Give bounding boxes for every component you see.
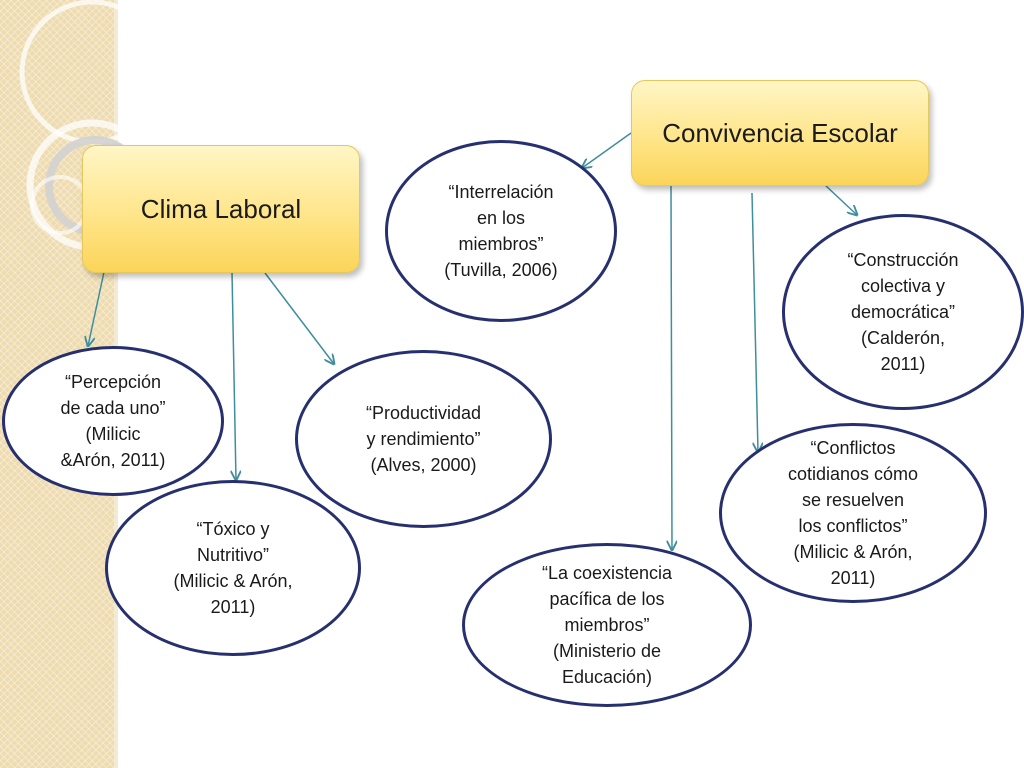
node-coexistencia-text: “La coexistencia pacífica de los miembro… xyxy=(541,563,673,687)
arrow-clima-to-productividad xyxy=(264,272,334,364)
node-toxico: “Tóxico y Nutritivo” (Milicic & Arón, 20… xyxy=(105,480,361,656)
arrow-convivencia-to-conflictos xyxy=(751,192,758,452)
clima-laboral-title: Clima Laboral xyxy=(140,193,302,224)
arrow-convivencia-to-interrelacion xyxy=(582,132,632,168)
convivencia-escolar-title: Convivencia Escolar xyxy=(662,117,898,148)
node-construccion: “Construcción colectiva y democrática” (… xyxy=(782,214,1024,410)
node-toxico-text: “Tóxico y Nutritivo” (Milicic & Arón, 20… xyxy=(173,519,293,617)
node-percepcion: “Percepción de cada uno” (Milicic &Arón,… xyxy=(2,346,224,496)
node-productividad-text: “Productividad y rendimiento” (Alves, 20… xyxy=(365,403,482,475)
arrow-convivencia-to-construccion xyxy=(824,184,857,215)
node-interrelacion-text: “Interrelación en los miembros” (Tuvilla… xyxy=(444,182,558,280)
arrow-clima-to-toxico xyxy=(232,271,236,480)
node-conflictos: “Conflictos cotidianos cómo se resuelven… xyxy=(719,423,987,603)
node-conflictos-text: “Conflictos cotidianos cómo se resuelven… xyxy=(787,438,919,588)
node-construccion-text: “Construcción colectiva y democrática” (… xyxy=(847,250,959,374)
arrow-clima-to-percepcion xyxy=(88,271,105,346)
node-coexistencia: “La coexistencia pacífica de los miembro… xyxy=(462,543,752,707)
clima-laboral-title-box: Clima Laboral xyxy=(82,145,360,273)
node-percepcion-text: “Percepción de cada uno” (Milicic &Arón,… xyxy=(60,372,166,470)
convivencia-escolar-title-box: Convivencia Escolar xyxy=(631,80,929,186)
arrow-convivencia-to-coexistencia xyxy=(671,185,672,550)
node-productividad: “Productividad y rendimiento” (Alves, 20… xyxy=(295,350,552,528)
node-interrelacion: “Interrelación en los miembros” (Tuvilla… xyxy=(385,140,617,322)
